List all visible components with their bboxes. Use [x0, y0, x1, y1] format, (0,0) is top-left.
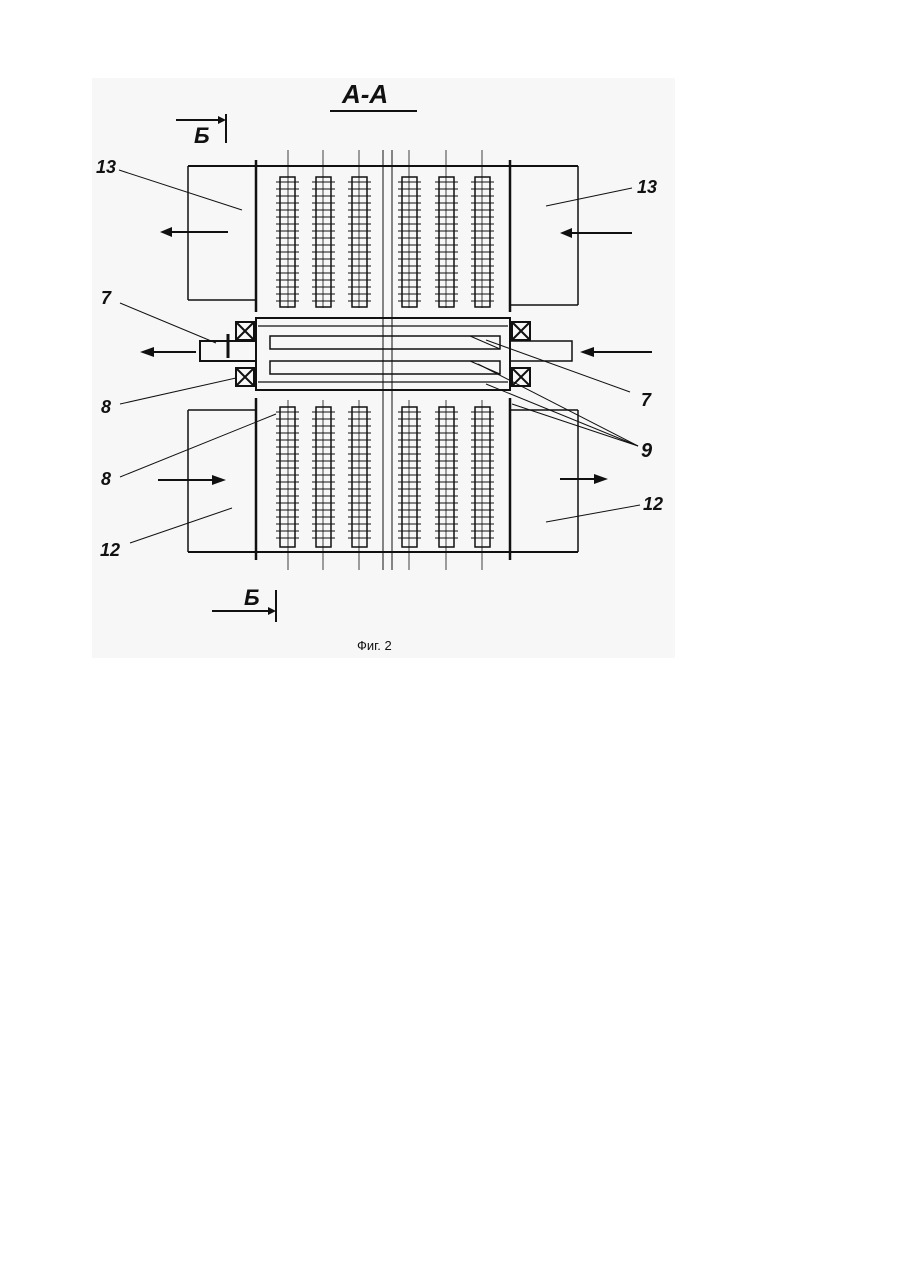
- flow-arrow-upper-right: [560, 228, 632, 238]
- lower-fin-tubes: [276, 400, 494, 570]
- upper-fin-tubes: [276, 150, 494, 308]
- section-title: А-А: [341, 79, 388, 109]
- flow-arrow-upper-left: [160, 227, 228, 237]
- section-mark-bottom-letter: Б: [244, 585, 260, 610]
- callout-shaft-top-left: 7: [101, 288, 112, 308]
- leader-lines: [119, 170, 640, 543]
- bearing-top-right: [512, 322, 530, 340]
- flow-arrow-lower-left: [158, 475, 226, 485]
- section-mark-top-letter: Б: [194, 123, 210, 148]
- figure-caption: Фиг. 2: [357, 638, 392, 653]
- callout-lower-left: 12: [100, 540, 120, 560]
- flow-arrow-shaft-right: [580, 347, 652, 357]
- callout-upper-right: 13: [637, 177, 657, 197]
- callout-lower-right: 12: [643, 494, 663, 514]
- center-axis: [383, 150, 392, 570]
- shaft-assembly: [200, 318, 572, 390]
- flow-arrow-lower-right: [560, 474, 608, 484]
- flow-arrow-shaft-left: [140, 347, 196, 357]
- section-mark-top: Б: [176, 114, 226, 148]
- callout-upper-left: 13: [96, 157, 116, 177]
- bearing-top-left: [236, 322, 254, 340]
- callout-shaft-right: 7: [641, 390, 652, 410]
- callout-housing-left: 8: [101, 469, 111, 489]
- callout-elements-right: 9: [641, 440, 653, 462]
- callout-bearing-left: 8: [101, 397, 111, 417]
- bearing-bottom-left: [236, 368, 254, 386]
- section-mark-bottom: Б: [212, 585, 276, 622]
